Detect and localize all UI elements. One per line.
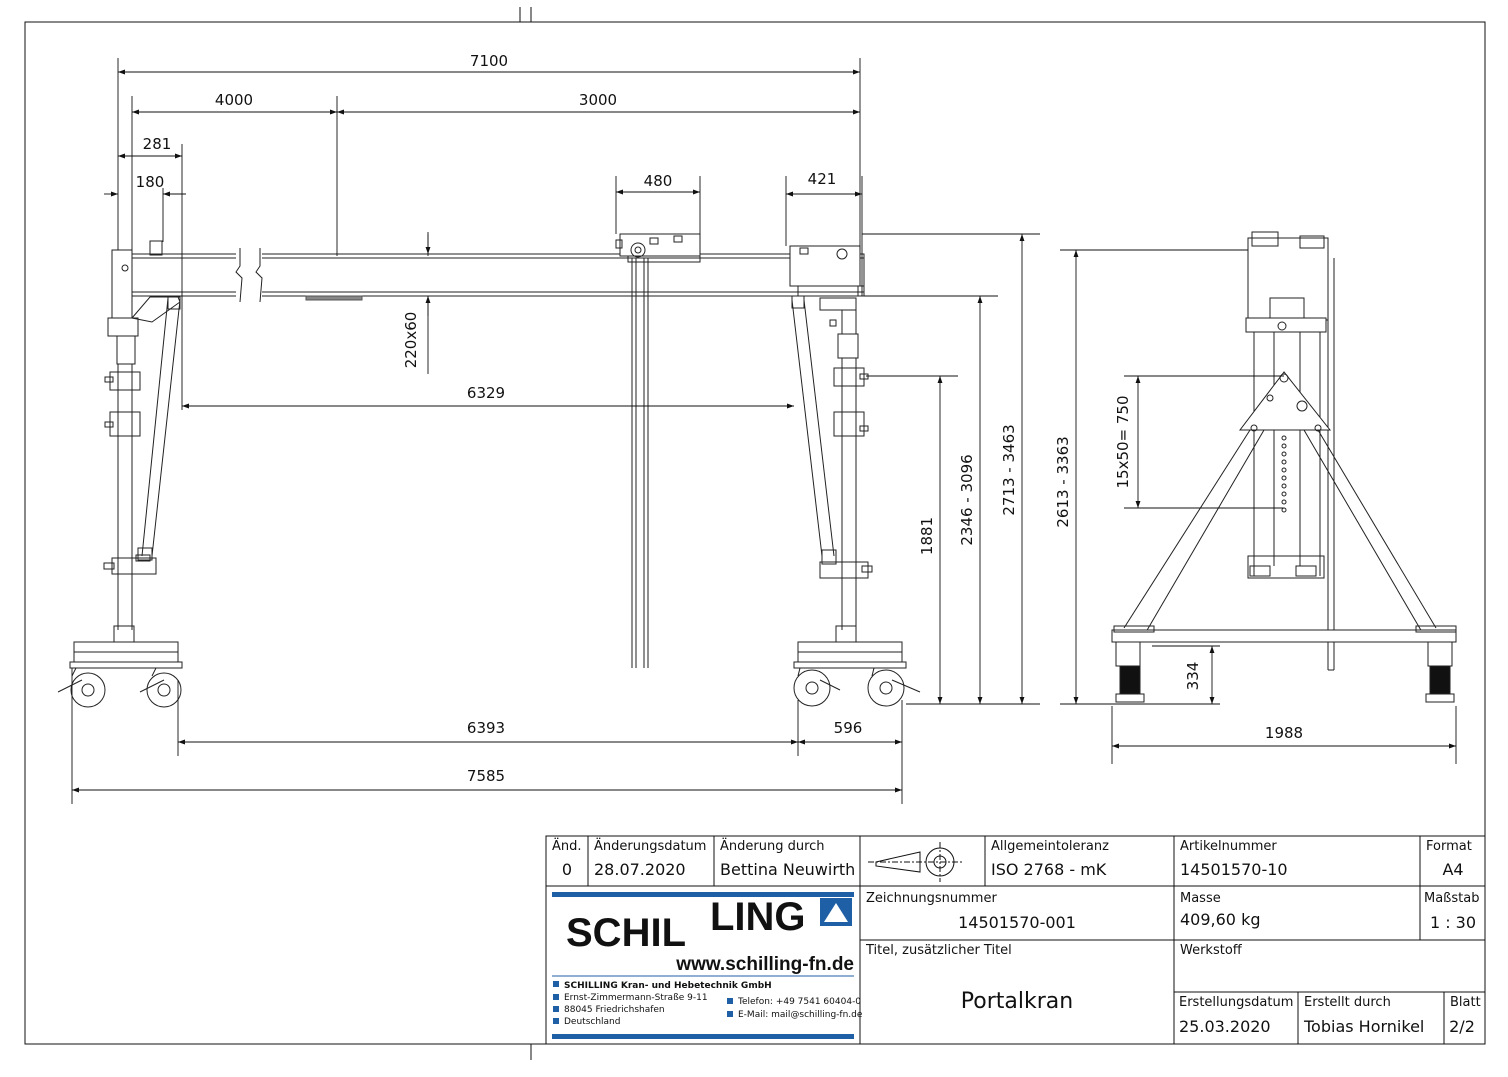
value-drawing-no: 14501570-001 xyxy=(958,913,1076,932)
label-created-by: Erstellt durch xyxy=(1304,995,1391,1010)
dim-clear-width: 6329 xyxy=(467,384,505,402)
label-article: Artikelnummer xyxy=(1180,839,1277,854)
dimension-lines xyxy=(71,58,1457,804)
label-mass: Masse xyxy=(1180,891,1221,906)
value-title: Portalkran xyxy=(961,989,1073,1014)
company-url: www.schilling-fn.de xyxy=(675,954,854,975)
dim-overall-length: 7585 xyxy=(467,767,505,785)
dim-trolley-width: 480 xyxy=(644,172,673,190)
label-rev: Änd. xyxy=(552,838,582,854)
logo-text-b: LING xyxy=(710,895,806,939)
dim-beam-profile: 220x60 xyxy=(402,312,420,369)
dim-overall-span: 7100 xyxy=(470,52,508,70)
label-drawing-no: Zeichnungsnummer xyxy=(866,891,997,906)
logo-triangle-icon xyxy=(820,898,852,926)
label-format: Format xyxy=(1426,839,1472,854)
dim-height-range-3: 2613 - 3363 xyxy=(1054,436,1072,527)
side-view xyxy=(1111,231,1457,703)
value-format: A4 xyxy=(1442,860,1463,879)
label-title: Titel, zusätzlicher Titel xyxy=(865,943,1012,958)
dim-height-range-1: 2346 - 3096 xyxy=(958,454,976,545)
adjust-hole-row xyxy=(1281,435,1287,513)
dim-421: 421 xyxy=(808,170,837,188)
company-country: Deutschland xyxy=(564,1017,620,1027)
value-article: 14501570-10 xyxy=(1180,860,1288,879)
dim-281: 281 xyxy=(143,135,172,153)
value-created-date: 25.03.2020 xyxy=(1179,1017,1271,1036)
value-changed-by: Bettina Neuwirth xyxy=(720,860,855,879)
right-column xyxy=(789,245,921,707)
label-changed-by: Änderung durch xyxy=(720,838,825,854)
label-created-date: Erstellungsdatum xyxy=(1179,995,1293,1010)
value-rev: 0 xyxy=(562,860,572,879)
dim-span-left: 4000 xyxy=(215,91,253,109)
dim-adjust: 15x50= 750 xyxy=(1114,395,1132,488)
label-sheet: Blatt xyxy=(1450,995,1481,1010)
label-tolerance: Allgemeintoleranz xyxy=(991,839,1109,854)
projection-symbol-icon xyxy=(868,842,962,882)
label-change-date: Änderungsdatum xyxy=(594,838,706,854)
dim-334: 334 xyxy=(1184,662,1202,691)
label-scale: Maßstab xyxy=(1424,891,1479,906)
title-block: Änd. Änderungsdatum Änderung durch Allge… xyxy=(545,835,1486,1045)
company-name: SCHILLING Kran- und Hebetechnik GmbH xyxy=(564,981,772,991)
label-material: Werkstoff xyxy=(1180,943,1243,958)
value-change-date: 28.07.2020 xyxy=(594,860,686,879)
dim-clear-height: 1881 xyxy=(918,517,936,555)
company-city: 88045 Friedrichshafen xyxy=(564,1005,665,1015)
value-mass: 409,60 kg xyxy=(1180,910,1261,929)
company-address: SCHILLING Kran- und Hebetechnik GmbH Ern… xyxy=(553,981,863,1027)
dim-side-width: 1988 xyxy=(1265,724,1303,742)
dim-596: 596 xyxy=(834,719,863,737)
value-tolerance: ISO 2768 - mK xyxy=(991,860,1107,879)
value-sheet: 2/2 xyxy=(1449,1017,1475,1036)
value-created-by: Tobias Hornikel xyxy=(1303,1017,1424,1036)
value-scale: 1 : 30 xyxy=(1430,913,1476,932)
left-column xyxy=(57,249,183,708)
dim-span-right: 3000 xyxy=(579,91,617,109)
company-street: Ernst-Zimmermann-Straße 9-11 xyxy=(564,993,708,1003)
dim-180: 180 xyxy=(136,173,165,191)
company-email: E-Mail: mail@schilling-fn.de xyxy=(738,1010,863,1020)
dim-wheel-base: 6393 xyxy=(467,719,505,737)
logo-text-a: SCHIL xyxy=(566,911,686,955)
dim-height-range-2: 2713 - 3463 xyxy=(1000,424,1018,515)
hoist-trolley xyxy=(305,233,701,668)
dimension-texts: 7100 4000 3000 281 180 480 421 220x60 63… xyxy=(136,52,1303,785)
main-beam xyxy=(111,240,865,303)
company-phone: Telefon: +49 7541 60404-0 xyxy=(737,997,861,1007)
company-logo: SCHIL LING www.schilling-fn.de xyxy=(552,892,854,1039)
front-view xyxy=(57,233,921,708)
